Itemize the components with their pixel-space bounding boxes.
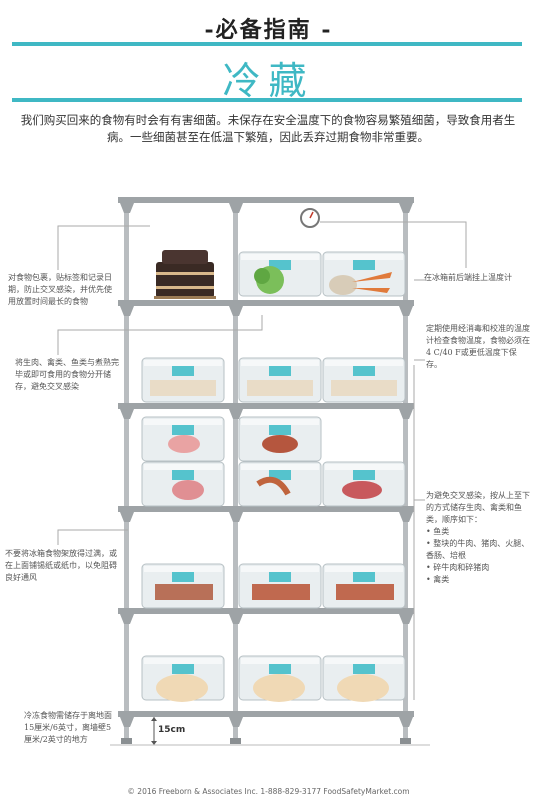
cake-icon xyxy=(154,250,216,299)
intro-paragraph: 我们购买回来的食物有时会有有害细菌。未保存在安全温度下的食物容易繁殖细菌，导致食… xyxy=(20,113,516,144)
note-storage-order: 为避免交叉感染，按从上至下的方式储存生肉、禽类和鱼类，顺序如下： • 鱼类 • … xyxy=(426,490,532,586)
cooked-food-bin xyxy=(238,357,322,403)
thermometer-icon xyxy=(300,208,320,228)
note-check-temperature: 定期使用经消毒和校准的温度计检查食物温度，食物必须在4 C/40 F或更低温度下… xyxy=(426,324,530,369)
shelf-boards xyxy=(118,197,414,717)
guide-pretitle: -必备指南 - xyxy=(204,17,333,43)
lettuce-bin xyxy=(238,251,322,297)
floor-clearance-marker xyxy=(110,717,430,746)
pork-bin xyxy=(141,461,225,507)
storage-order-item: • 整块的牛肉、猪肉、火腿、香肠、培根 xyxy=(426,539,530,560)
note-floor-clearance: 冷冻食物需储存于离地面15厘米/6英寸，离墙壁5厘米/2英寸的地方 xyxy=(24,711,112,744)
vegetable-bin xyxy=(322,251,406,297)
footer-credit: © 2016 Freeborn & Associates Inc. 1-888-… xyxy=(127,787,410,796)
storage-order-item: • 碎牛肉和碎猪肉 xyxy=(426,563,490,572)
shelf-feet xyxy=(121,738,411,744)
note-storage-order-intro: 为避免交叉感染，按从上至下的方式储存生肉、禽类和鱼类，顺序如下： xyxy=(426,491,530,524)
steak-bin xyxy=(238,416,322,462)
bottom-divider xyxy=(12,98,522,102)
poultry-bin xyxy=(141,655,225,702)
note-thermometer: 在冰箱前后端挂上温度计 xyxy=(424,273,512,282)
sausage-bin xyxy=(238,461,322,507)
poultry-bin xyxy=(238,655,322,702)
ground-meat-bin xyxy=(322,563,406,609)
storage-order-item: • 鱼类 xyxy=(426,527,450,536)
top-divider xyxy=(12,42,522,46)
cooked-food-bin xyxy=(141,357,225,403)
poultry-bin xyxy=(322,655,406,702)
floor-gap-label: 15cm xyxy=(158,725,186,735)
storage-order-item: • 禽类 xyxy=(426,575,450,584)
ground-meat-bin xyxy=(141,563,225,609)
cooked-food-bin xyxy=(322,357,406,403)
ground-meat-bin xyxy=(238,563,322,609)
annotation-leader-lines xyxy=(57,221,467,700)
ham-bin xyxy=(141,416,225,462)
page-title: 冷藏 xyxy=(222,59,315,103)
shelf-brackets xyxy=(120,203,413,727)
note-separate-raw: 将生肉、禽类、鱼类与煮熟完毕或即可食用的食物分开储存，避免交叉感染 xyxy=(15,358,119,391)
steak-bin-2 xyxy=(322,461,406,507)
shelf-posts xyxy=(124,198,408,738)
note-ventilation: 不要将冰箱食物架放得过满，或在上面铺锡纸或纸巾，以免阻碍良好通风 xyxy=(5,549,117,582)
note-labeling: 对食物包裹，贴标签和记录日期，防止交叉感染，并优先使用放置时间最长的食物 xyxy=(8,273,112,306)
